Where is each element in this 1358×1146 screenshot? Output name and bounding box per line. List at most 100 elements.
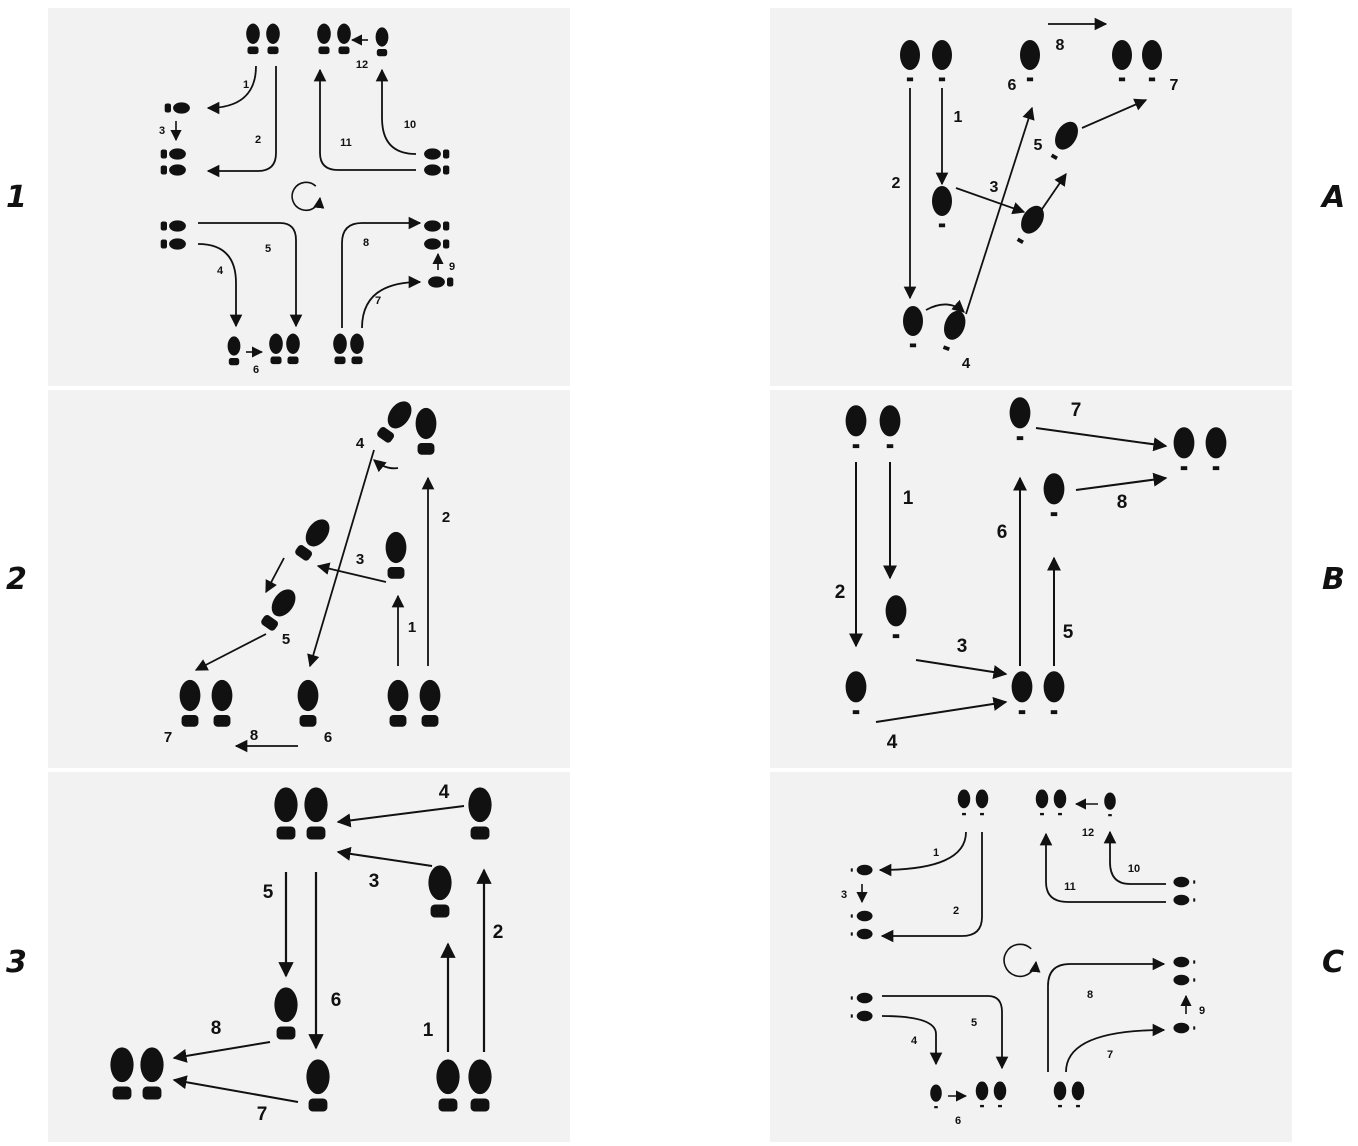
heel-print-icon — [1044, 671, 1065, 714]
step-number: 10 — [1128, 863, 1140, 875]
direction-arrow — [1082, 100, 1146, 128]
step-number: 8 — [250, 727, 258, 744]
heel-print-icon — [1072, 1082, 1084, 1108]
heel-print-icon — [1054, 790, 1066, 816]
rotation-icon — [292, 182, 320, 210]
rotation-icon — [1004, 944, 1036, 976]
step-number: 12 — [356, 59, 368, 71]
shoe-print-icon — [298, 680, 319, 727]
heel-print-icon — [976, 1082, 988, 1108]
step-number: 8 — [1087, 989, 1093, 1001]
direction-arrow — [882, 996, 1002, 1068]
direction-arrow — [916, 660, 1006, 674]
step-number: 7 — [164, 729, 172, 746]
heel-print-icon — [900, 40, 920, 81]
diagram-panel-c: 123456789101112 — [770, 772, 1292, 1142]
shoe-print-icon — [180, 680, 201, 727]
shoe-print-icon — [374, 397, 416, 445]
heel-print-icon — [1173, 957, 1195, 968]
heel-print-icon — [851, 911, 873, 922]
step-number: 3 — [990, 179, 999, 196]
step-number: 3 — [369, 871, 380, 892]
shoe-print-icon — [246, 24, 260, 55]
step-number: 2 — [835, 582, 846, 603]
shoe-print-icon — [269, 334, 283, 365]
direction-arrow — [882, 1016, 936, 1064]
heel-print-icon — [976, 790, 988, 816]
heel-print-icon — [1054, 1082, 1066, 1108]
direction-arrow — [1110, 832, 1166, 884]
heel-print-icon — [846, 405, 867, 448]
heel-print-icon — [880, 405, 901, 448]
shoe-print-icon — [376, 27, 389, 56]
shoe-print-icon — [424, 238, 449, 249]
heel-print-icon — [1020, 40, 1040, 81]
heel-print-icon — [851, 993, 873, 1004]
step-number: 2 — [892, 175, 901, 192]
shoe-print-icon — [161, 220, 186, 231]
step-number: 11 — [1064, 881, 1076, 893]
shoe-print-icon — [386, 532, 407, 579]
shoe-print-icon — [140, 1047, 163, 1099]
heel-print-icon — [1173, 877, 1195, 888]
step-number: 4 — [911, 1035, 918, 1047]
shoe-print-icon — [258, 585, 300, 633]
direction-arrow — [876, 702, 1006, 722]
heel-print-icon — [1142, 40, 1162, 81]
shoe-print-icon — [266, 24, 280, 55]
direction-arrow — [174, 1042, 270, 1058]
step-number: 1 — [954, 109, 963, 126]
shoe-print-icon — [274, 987, 297, 1039]
step-number: 5 — [265, 243, 271, 255]
direction-arrow — [374, 460, 398, 468]
direction-arrow — [1066, 1030, 1164, 1072]
shoe-print-icon — [424, 148, 449, 159]
step-number: 2 — [493, 922, 504, 943]
heel-print-icon — [958, 790, 970, 816]
step-number: 6 — [253, 364, 259, 376]
step-number: 1 — [408, 619, 416, 636]
step-number: 7 — [1107, 1049, 1113, 1061]
shoe-print-icon — [337, 24, 351, 55]
direction-arrow — [198, 244, 236, 326]
step-number: 7 — [1170, 77, 1179, 94]
step-number: 3 — [159, 125, 165, 137]
heel-print-icon — [932, 40, 952, 81]
shoe-print-icon — [161, 148, 186, 159]
row-label-1: 1 — [6, 180, 27, 215]
step-diagram-1: 123456789101112 — [48, 8, 570, 386]
heel-print-icon — [1206, 427, 1227, 470]
step-number: 9 — [1199, 1005, 1205, 1017]
shoe-print-icon — [424, 220, 449, 231]
direction-arrow — [310, 450, 374, 666]
direction-arrow — [196, 634, 266, 670]
heel-print-icon — [903, 306, 923, 347]
heel-print-icon — [930, 1084, 942, 1108]
shoe-print-icon — [110, 1047, 133, 1099]
shoe-print-icon — [468, 787, 491, 839]
direction-arrow — [342, 223, 420, 328]
shoe-print-icon — [161, 164, 186, 175]
row-label-b: B — [1322, 562, 1345, 597]
shoe-print-icon — [420, 680, 441, 727]
direction-arrow — [362, 282, 420, 328]
shoe-print-icon — [468, 1059, 491, 1111]
step-number: 7 — [1071, 400, 1082, 421]
heel-print-icon — [1036, 790, 1048, 816]
direction-arrow — [320, 70, 416, 170]
step-number: 3 — [841, 889, 847, 901]
heel-print-icon — [1112, 40, 1132, 81]
shoe-print-icon — [317, 24, 331, 55]
direction-arrow — [266, 558, 284, 592]
direction-arrow — [880, 832, 966, 870]
step-number: 3 — [356, 551, 364, 568]
heel-print-icon — [1044, 473, 1065, 516]
direction-arrow — [1036, 428, 1166, 446]
step-number: 4 — [439, 782, 450, 803]
shoe-print-icon — [212, 680, 233, 727]
shoe-print-icon — [424, 164, 449, 175]
step-number: 10 — [404, 119, 416, 131]
shoe-print-icon — [428, 865, 451, 917]
